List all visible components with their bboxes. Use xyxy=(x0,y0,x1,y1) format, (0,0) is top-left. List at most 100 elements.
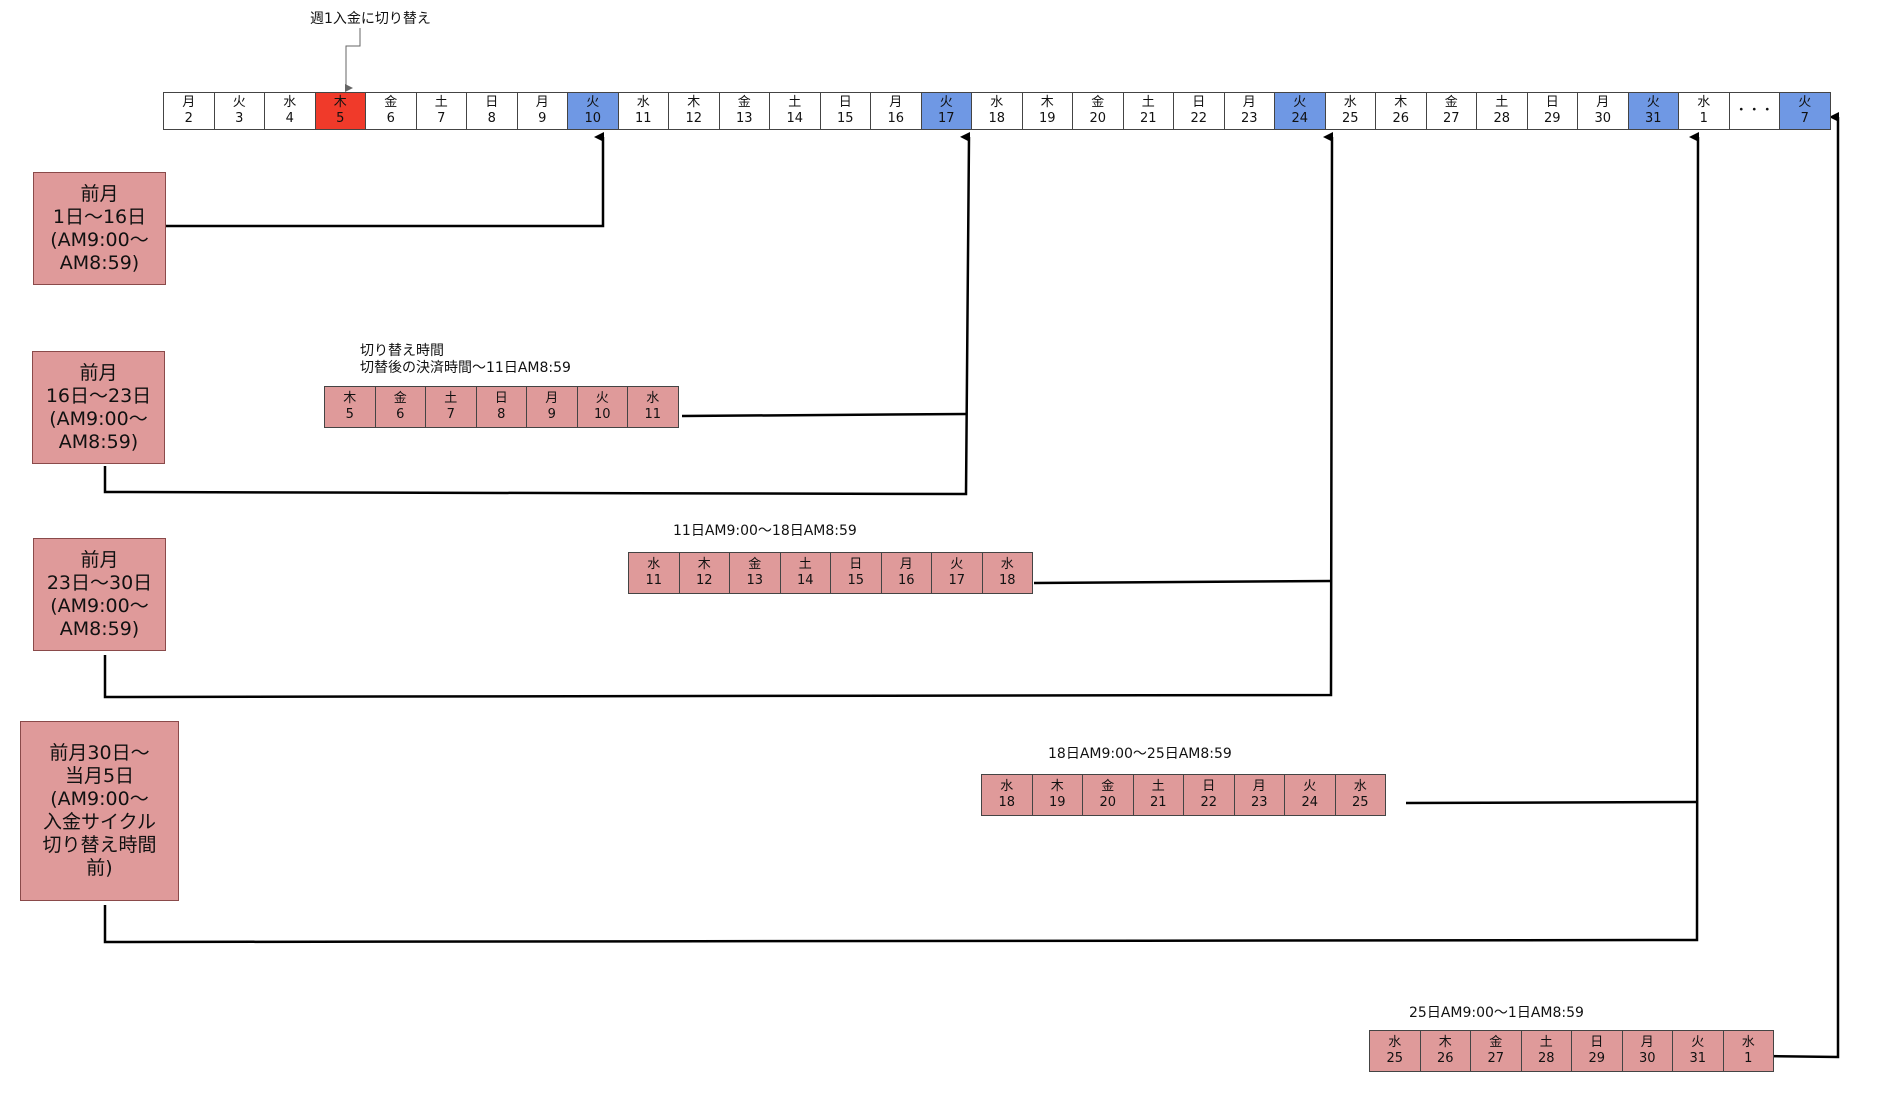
date-label: 1 xyxy=(1744,1051,1753,1066)
weekday-label: 日 xyxy=(1192,95,1206,110)
date-label: 21 xyxy=(1139,111,1157,126)
date-label: 9 xyxy=(538,111,547,126)
date-label: 30 xyxy=(1638,1051,1656,1066)
weekday-label: 土 xyxy=(788,95,802,110)
weekday-label: 火 xyxy=(586,95,600,110)
window-1-label-2: 切替後の決済時間～11日AM8:59 xyxy=(360,360,571,376)
date-label: 23 xyxy=(1240,111,1258,126)
date-label: 5 xyxy=(345,407,354,422)
date-label: 19 xyxy=(1048,795,1066,810)
weekday-label: 火 xyxy=(1798,95,1812,110)
weekday-label: 金 xyxy=(384,95,398,110)
date-label: 11 xyxy=(634,111,652,126)
weekday-label: 月 xyxy=(1596,95,1610,110)
weekday-label: 木 xyxy=(1394,95,1408,110)
connector-window-1 xyxy=(681,412,968,418)
date-label: 28 xyxy=(1537,1051,1555,1066)
date-label: 8 xyxy=(487,111,496,126)
weekday-label: 火 xyxy=(1303,779,1317,794)
weekday-label: 月 xyxy=(889,95,903,110)
weekday-label: 火 xyxy=(939,95,953,110)
annotation-connector xyxy=(345,28,361,92)
weekday-label: 水 xyxy=(1388,1035,1402,1050)
weekday-label: 月 xyxy=(182,95,196,110)
weekday-label: 日 xyxy=(1545,95,1559,110)
weekday-label: 火 xyxy=(232,95,246,110)
date-label: 4 xyxy=(285,111,294,126)
weekday-label: 木 xyxy=(697,557,711,572)
period-box-2: 前月 16日～23日 (AM9:00～ AM8:59) xyxy=(32,351,165,464)
date-label: 11 xyxy=(644,407,662,422)
weekday-label: 土 xyxy=(1539,1035,1553,1050)
date-label: 5 xyxy=(336,111,345,126)
period-label: 前月 1日～16日 (AM9:00～ AM8:59) xyxy=(50,182,149,274)
date-label: 18 xyxy=(998,573,1016,588)
weekday-label: 金 xyxy=(1489,1035,1503,1050)
date-label: 29 xyxy=(1543,111,1561,126)
weekday-label: 火 xyxy=(1646,95,1660,110)
weekday-label: 水 xyxy=(646,391,660,406)
connector-period-2 xyxy=(103,132,971,496)
window-2-label: 11日AM9:00～18日AM8:59 xyxy=(673,523,857,539)
date-label: 13 xyxy=(746,573,764,588)
date-label: 17 xyxy=(937,111,955,126)
connector-window-2 xyxy=(1033,579,1332,585)
date-label: 20 xyxy=(1099,795,1117,810)
weekday-label: 金 xyxy=(748,557,762,572)
weekday-label: 日 xyxy=(849,557,863,572)
weekday-label: 水 xyxy=(283,95,297,110)
date-label: 10 xyxy=(584,111,602,126)
weekday-label: 水 xyxy=(647,557,661,572)
date-label: 24 xyxy=(1291,111,1309,126)
date-label: 7 xyxy=(1800,111,1809,126)
date-label: 12 xyxy=(695,573,713,588)
weekday-label: 月 xyxy=(899,557,913,572)
weekday-label: 日 xyxy=(485,95,499,110)
date-label: 26 xyxy=(1436,1051,1454,1066)
weekday-label: 日 xyxy=(494,391,508,406)
weekday-label: 水 xyxy=(1000,557,1014,572)
weekday-label: 土 xyxy=(798,557,812,572)
date-label: 8 xyxy=(497,407,506,422)
date-label: 25 xyxy=(1341,111,1359,126)
weekday-label: 金 xyxy=(393,391,407,406)
weekday-label: 木 xyxy=(687,95,701,110)
date-label: 16 xyxy=(897,573,915,588)
